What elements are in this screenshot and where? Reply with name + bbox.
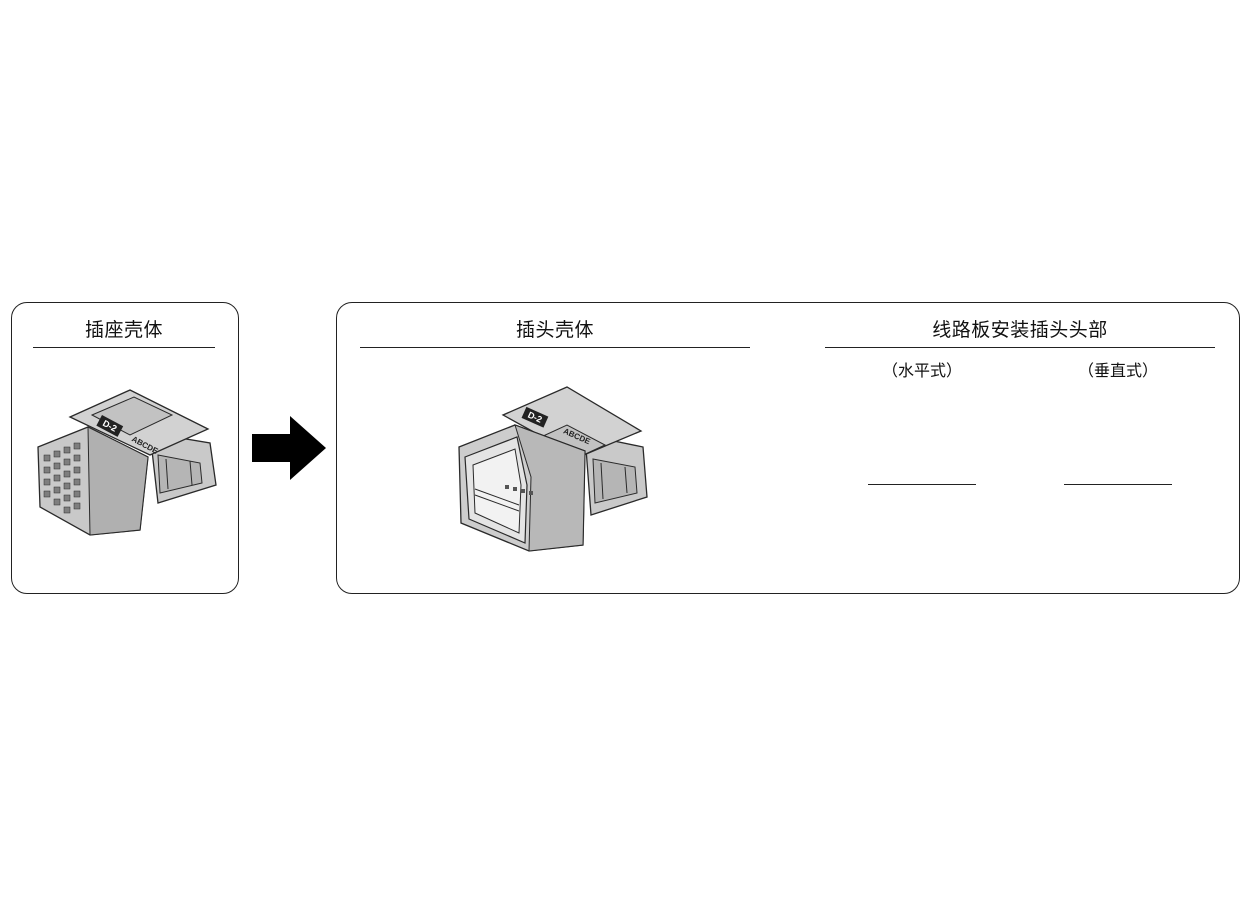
receptacle-title: 插座壳体 bbox=[84, 319, 163, 341]
plug-housing-illustration: D-2 ABCDE bbox=[458, 386, 648, 552]
receptacle-title-rule bbox=[33, 347, 215, 348]
plug-title: 插头壳体 bbox=[515, 319, 594, 341]
horizontal-type-label: （水平式） bbox=[881, 361, 962, 380]
receptacle-housing-illustration: D-2 ABCDE bbox=[37, 389, 217, 536]
plug-title-rule bbox=[360, 347, 750, 348]
receptacle-cavity-grid bbox=[43, 442, 81, 514]
vertical-type-label: （垂直式） bbox=[1077, 361, 1158, 380]
vertical-type-blank-line bbox=[1064, 484, 1172, 485]
horizontal-type-blank-line bbox=[868, 484, 976, 485]
arrow-icon bbox=[252, 416, 326, 480]
pcb-header-title-rule bbox=[825, 347, 1215, 348]
pcb-header-title: 线路板安装插头头部 bbox=[932, 319, 1108, 341]
